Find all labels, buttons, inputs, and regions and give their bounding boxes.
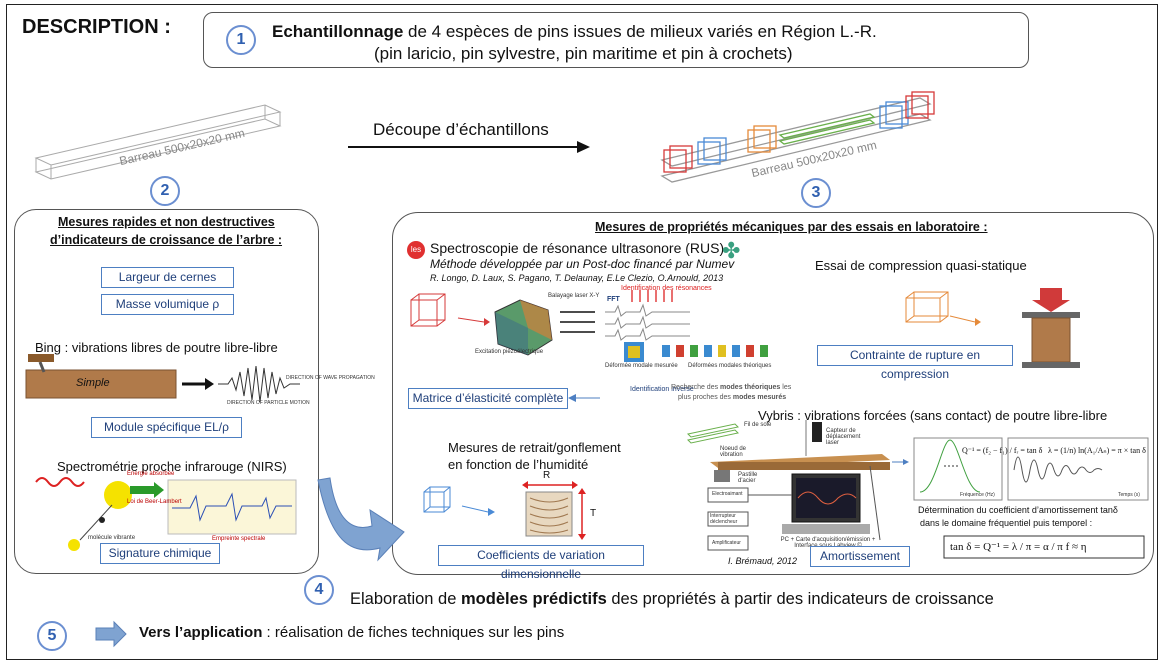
- rus-search-2: plus proches des modes mesurés: [678, 394, 786, 401]
- step5-post: : réalisation de fiches techniques sur l…: [262, 624, 565, 641]
- vybris-sensor: Capteur de déplacement laser: [826, 428, 861, 446]
- step1-number: 1: [226, 25, 256, 55]
- step5-text: Vers l’application : réalisation de fich…: [139, 624, 564, 641]
- step2-heading-2: d’indicateurs de croissance de l’arbre :: [50, 233, 283, 247]
- numev-logo-icon: ✤: [722, 238, 741, 263]
- bing-dir-2: DIRECTION OF WAVE PROPAGATION: [286, 375, 375, 381]
- rus-fft: FFT: [607, 296, 620, 303]
- step4-post: des propriétés à partir des indicateurs …: [606, 590, 994, 608]
- compression-title: Essai de compression quasi-statique: [815, 258, 1027, 273]
- shrink-T: T: [590, 508, 597, 519]
- shrink-title-1: Mesures de retrait/gonflement: [448, 440, 621, 455]
- vybris-node: Noeud de vibration: [720, 446, 747, 458]
- rus-search-bold-1: modes théoriques: [720, 384, 781, 391]
- nirs-figure: [35, 477, 297, 551]
- vybris-steel: Pastille d'acier: [738, 472, 758, 484]
- shrink-title-2: en fonction de l’humidité: [448, 457, 589, 472]
- vybris-title: Vybris : vibrations forcées (sans contac…: [758, 408, 1108, 423]
- step2-heading-1: Mesures rapides et non destructives: [58, 215, 275, 229]
- rus-authors: R. Longo, D. Laux, S. Pagano, T. Delauna…: [430, 273, 724, 283]
- damping-text-1: Détermination du coefficient d’amortisse…: [918, 505, 1118, 515]
- rus-method: Méthode développée par un Post-doc finan…: [430, 257, 735, 271]
- step3-heading: Mesures de propriétés mécaniques par des…: [595, 220, 988, 234]
- step4-text: Elaboration de modèles prédictifs des pr…: [350, 590, 994, 609]
- step4-bold: modèles prédictifs: [461, 590, 607, 608]
- page-title: DESCRIPTION :: [22, 16, 171, 38]
- bing-dir-1: DIRECTION OF PARTICLE MOTION: [227, 400, 310, 406]
- label-elasticity-matrix: Matrice d’élasticité complète: [408, 388, 568, 409]
- label-compression-strength: Contrainte de rupture en compression: [817, 345, 1013, 381]
- vybris-wire: Fil de soie: [744, 422, 772, 428]
- step4-pre: Elaboration de: [350, 590, 461, 608]
- label-dimensional-variation: Coefficients de variation dimensionnelle: [438, 545, 644, 581]
- bing-simple: Simple: [76, 377, 110, 389]
- rus-measured: Déformée modale mesurée: [605, 363, 678, 369]
- vybris-trigger: Interrupteur déclencheur: [710, 513, 738, 525]
- rus-excitation: Excitation piézoélectrique: [475, 349, 544, 355]
- rus-search-mid: les: [780, 384, 792, 391]
- vybris-magnet: Electroaimant: [712, 491, 743, 497]
- bing-title: Bing : vibrations libres de poutre libre…: [35, 340, 278, 355]
- rus-identification: Identification des résonances: [621, 285, 712, 292]
- damping-text-2: dans le domaine fréquentiel puis tempore…: [920, 518, 1093, 528]
- vybris-formula-1: Q⁻¹ = (f₂ − f₁) / fᵣ = tan δ: [962, 446, 1043, 455]
- vybris-amp: Amplificateur: [712, 540, 741, 546]
- step4-number: 4: [304, 575, 334, 605]
- step1-box: [203, 12, 1029, 68]
- step5-bold: Vers l’application: [139, 624, 263, 641]
- damping-formula: tan δ = Q⁻¹ = λ / π = α / π f ≈ η: [950, 541, 1087, 553]
- vybris-freq-axis: Fréquence (Hz): [960, 492, 995, 498]
- step1-bold: Echantillonnage: [272, 22, 404, 41]
- nirs-law: Loi de Beer-Lambert: [127, 499, 182, 505]
- rus-search-bold-2: modes mesurés: [732, 394, 787, 401]
- step1-line2: (pin laricio, pin sylvestre, pin maritim…: [374, 44, 793, 63]
- rus-badge: les: [407, 241, 425, 259]
- shrink-R: R: [543, 470, 551, 481]
- step3-number: 3: [801, 178, 831, 208]
- nirs-energy: Energie absorbée: [127, 471, 175, 477]
- rus-search-1: Recherche des modes théoriques les: [671, 384, 791, 391]
- nirs-footprint: Empreinte spectrale: [212, 536, 266, 542]
- label-chemical-signature: Signature chimique: [100, 543, 220, 564]
- label-damping: Amortissement: [810, 546, 910, 567]
- step5-number: 5: [37, 621, 67, 651]
- nirs-molecule: molécule vibrante: [88, 535, 136, 541]
- cutting-arrow-label: Découpe d’échantillons: [373, 120, 549, 139]
- step1-line1-rest: de 4 espèces de pins issues de milieux v…: [403, 22, 877, 41]
- step1-line1: Echantillonnage de 4 espèces de pins iss…: [272, 22, 877, 42]
- label-ring-width: Largeur de cernes: [101, 267, 234, 288]
- nirs-title: Spectrométrie proche infrarouge (NIRS): [57, 459, 287, 474]
- rus-title: Spectroscopie de résonance ultrasonore (…: [430, 240, 725, 256]
- step2-number: 2: [150, 176, 180, 206]
- vybris-formula-2: λ = (1/n) ln(A₁/Aₙ) = π × tan δ: [1048, 446, 1146, 455]
- vybris-credit: I. Brémaud, 2012: [728, 556, 798, 566]
- label-density: Masse volumique ρ: [101, 294, 234, 315]
- vybris-time-axis: Temps (s): [1118, 492, 1140, 498]
- rus-theoretical: Déformées modales théoriques: [688, 363, 772, 369]
- rus-laser: Balayage laser X-Y: [548, 293, 600, 299]
- label-specific-modulus: Module spécifique EL/ρ: [91, 417, 242, 438]
- bing-figure: [25, 354, 300, 403]
- poster-frame: [6, 4, 1158, 660]
- rus-search-line2-pre: plus proches des: [678, 394, 733, 401]
- rus-inverse: Identification inverse: [630, 386, 694, 393]
- rus-search-pre: Recherche des: [671, 384, 721, 391]
